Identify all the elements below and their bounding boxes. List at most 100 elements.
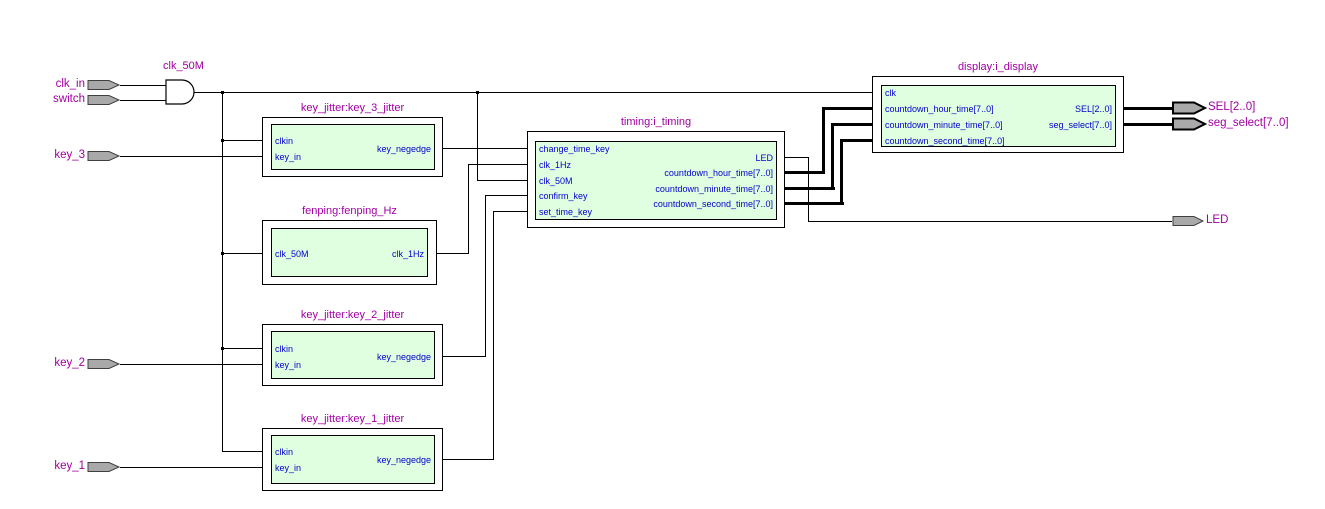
wire-segment bbox=[222, 253, 271, 254]
wire-segment bbox=[120, 100, 166, 101]
wire-junction bbox=[221, 91, 224, 94]
wire-junction bbox=[221, 252, 224, 255]
wire-segment bbox=[477, 92, 478, 181]
bus-wire-segment bbox=[831, 123, 881, 126]
bus-wire-segment bbox=[777, 202, 844, 205]
wire-segment bbox=[120, 85, 166, 86]
module-fenping[interactable]: fenping:fenping_Hz clk_50M clk_1Hz bbox=[262, 205, 437, 285]
module-key_2_jitter-body bbox=[271, 331, 435, 379]
module-key_1_jitter-title: key_jitter:key_1_jitter bbox=[300, 413, 405, 425]
port-countdown_minute_time: countdown_minute_time[7..0] bbox=[885, 120, 1003, 130]
port-key_in: key_in bbox=[275, 152, 302, 162]
wire-segment bbox=[435, 356, 486, 357]
wire-segment bbox=[468, 164, 469, 254]
module-display-title: display:i_display bbox=[957, 61, 1039, 73]
module-key_2_jitter-title: key_jitter:key_2_jitter bbox=[300, 309, 405, 321]
module-key_3_jitter-title: key_jitter:key_3_jitter bbox=[300, 102, 405, 114]
bus-wire-segment bbox=[831, 123, 834, 189]
wire-segment bbox=[468, 164, 536, 165]
port-key_negedge: key_negedge bbox=[376, 455, 431, 465]
wire-segment bbox=[493, 211, 494, 460]
wire-segment bbox=[808, 221, 1172, 222]
wire-junction bbox=[476, 91, 479, 94]
port-set_time_key: set_time_key bbox=[539, 207, 593, 217]
module-key_2_jitter[interactable]: key_jitter:key_2_jitter clkin key_in key… bbox=[262, 309, 443, 386]
port-countdown_second_time: countdown_second_time[7..0] bbox=[653, 199, 773, 209]
module-timing[interactable]: timing:i_timing change_time_key clk_1Hz … bbox=[527, 116, 785, 228]
wire-segment bbox=[120, 364, 271, 365]
bus-wire-segment bbox=[840, 139, 881, 142]
wire-segment bbox=[477, 180, 536, 181]
module-timing-title: timing:i_timing bbox=[620, 116, 692, 128]
wire-junction bbox=[221, 347, 224, 350]
input-pin-label-clk_in: clk_in bbox=[55, 78, 85, 90]
bus-wire-segment bbox=[822, 107, 825, 174]
port-countdown_hour_time: countdown_hour_time[7..0] bbox=[885, 104, 994, 114]
module-key_3_jitter[interactable]: key_jitter:key_3_jitter clkin key_in key… bbox=[262, 102, 443, 177]
input-pin-label-switch: switch bbox=[53, 93, 85, 105]
wire-segment bbox=[485, 195, 486, 357]
module-fenping-title: fenping:fenping_Hz bbox=[302, 205, 397, 217]
bus-wire-segment bbox=[840, 139, 843, 205]
port-clk: clk bbox=[885, 88, 896, 98]
wire-segment bbox=[435, 459, 494, 460]
module-key_3_jitter-body bbox=[271, 124, 435, 170]
port-clk_1Hz: clk_1Hz bbox=[391, 249, 424, 259]
port-key_negedge: key_negedge bbox=[376, 352, 431, 362]
wire-segment bbox=[120, 156, 271, 157]
port-clk_50M: clk_50M bbox=[275, 249, 309, 259]
wire-segment bbox=[222, 451, 271, 452]
wire-segment bbox=[222, 348, 271, 349]
wire-segment bbox=[428, 253, 469, 254]
port-key_in: key_in bbox=[275, 463, 302, 473]
input-pin-label-key_3: key_3 bbox=[54, 149, 85, 161]
port-clkin: clkin bbox=[275, 136, 294, 146]
bus-wire-segment bbox=[822, 107, 881, 110]
wire-segment bbox=[777, 157, 809, 158]
output-pin-label-seg_select: seg_select[7..0] bbox=[1208, 117, 1289, 129]
wire-segment bbox=[493, 211, 536, 212]
bus-wire-segment bbox=[777, 187, 835, 190]
module-key_1_jitter[interactable]: key_jitter:key_1_jitter clkin key_in key… bbox=[262, 413, 443, 491]
port-seg_select: seg_select[7..0] bbox=[1048, 120, 1112, 130]
port-countdown_second_time: countdown_second_time[7..0] bbox=[885, 136, 1005, 146]
input-pin-key_1[interactable] bbox=[87, 461, 121, 473]
port-countdown_hour_time: countdown_hour_time[7..0] bbox=[664, 168, 773, 178]
wire-segment bbox=[222, 140, 271, 141]
output-pin-LED[interactable] bbox=[1172, 215, 1205, 227]
wire-junction bbox=[221, 139, 224, 142]
wire-segment bbox=[222, 92, 223, 452]
port-clkin: clkin bbox=[275, 344, 294, 354]
bus-wire-segment bbox=[1116, 107, 1172, 110]
and-gate-icon[interactable] bbox=[164, 76, 204, 108]
module-display-body bbox=[881, 85, 1116, 147]
port-change_time_key: change_time_key bbox=[539, 144, 610, 154]
output-pin-label-SEL: SEL[2..0] bbox=[1208, 101, 1256, 113]
module-fenping-body bbox=[271, 228, 428, 277]
input-pin-clk_in[interactable] bbox=[87, 79, 121, 91]
output-pin-label-LED: LED bbox=[1206, 214, 1229, 226]
bus-wire-segment bbox=[1116, 123, 1172, 126]
port-clk_50M: clk_50M bbox=[539, 176, 573, 186]
wire-segment bbox=[194, 92, 881, 93]
port-clkin: clkin bbox=[275, 447, 294, 457]
output-pin-SEL[interactable] bbox=[1172, 101, 1207, 115]
port-confirm_key: confirm_key bbox=[539, 191, 588, 201]
port-clk_1Hz: clk_1Hz bbox=[539, 160, 572, 170]
wire-segment bbox=[120, 467, 271, 468]
module-display[interactable]: display:i_display clk countdown_hour_tim… bbox=[872, 61, 1124, 153]
port-countdown_minute_time: countdown_minute_time[7..0] bbox=[655, 184, 773, 194]
input-pin-key_2[interactable] bbox=[87, 358, 121, 370]
input-pin-label-key_2: key_2 bbox=[54, 357, 85, 369]
input-pin-switch[interactable] bbox=[87, 94, 121, 106]
port-SEL: SEL[2..0] bbox=[1074, 104, 1112, 114]
port-key_negedge: key_negedge bbox=[376, 144, 431, 154]
input-pin-label-key_1: key_1 bbox=[54, 460, 85, 472]
port-key_in: key_in bbox=[275, 360, 302, 370]
wire-segment bbox=[485, 195, 536, 196]
module-key_1_jitter-body bbox=[271, 435, 435, 484]
input-pin-key_3[interactable] bbox=[87, 150, 121, 162]
port-LED: LED bbox=[755, 153, 773, 163]
output-pin-seg_select[interactable] bbox=[1172, 117, 1207, 131]
